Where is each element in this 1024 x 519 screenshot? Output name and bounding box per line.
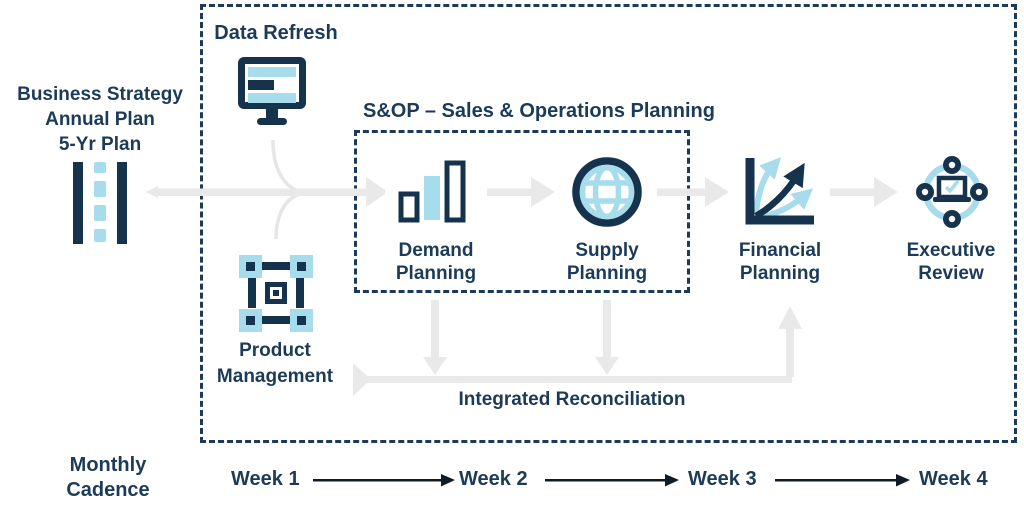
stage-label-line: Planning <box>566 263 648 284</box>
supply-planning-box <box>556 143 657 240</box>
globe-icon <box>571 156 642 227</box>
week-2-label: Week 2 <box>459 468 528 490</box>
cadence-line: Monthly <box>69 454 147 476</box>
executive-review-box <box>900 143 1003 240</box>
strategy-line-1: Business Strategy <box>17 84 183 105</box>
bar-chart-icon <box>398 160 466 222</box>
product-management-label: Product Management <box>195 338 355 390</box>
road-icon <box>73 162 127 244</box>
demand-planning-box <box>385 143 487 240</box>
sop-title: S&OP – Sales & Operations Planning <box>363 100 715 122</box>
data-refresh-label: Data Refresh <box>214 22 338 44</box>
collaboration-icon <box>915 155 988 228</box>
week-1-label: Week 1 <box>231 468 300 490</box>
demand-planning-label: Demand Planning <box>376 239 496 285</box>
financial-planning-box <box>730 143 830 240</box>
integrated-reconciliation-label: Integrated Reconciliation <box>458 389 686 410</box>
stage-label-line: Review <box>918 263 984 284</box>
growth-chart-icon <box>745 156 814 224</box>
product-label-line: Management <box>216 366 334 387</box>
executive-review-label: Executive Review <box>891 239 1011 285</box>
financial-planning-label: Financial Planning <box>720 239 840 285</box>
product-management-icon <box>239 255 313 332</box>
monitor-icon <box>238 57 306 125</box>
stage-label-line: Demand <box>398 240 474 261</box>
stage-label-line: Financial <box>738 240 822 261</box>
stage-label-line: Planning <box>395 263 477 284</box>
stage-label-line: Planning <box>739 263 821 284</box>
week-4-label: Week 4 <box>919 468 988 490</box>
product-label-line: Product <box>239 340 311 361</box>
week-3-label: Week 3 <box>688 468 757 490</box>
cadence-line: Cadence <box>66 479 150 501</box>
supply-planning-label: Supply Planning <box>547 239 667 285</box>
strategy-line-2: Annual Plan <box>45 109 155 130</box>
stage-label-line: Supply <box>575 240 639 261</box>
monthly-cadence-dashed-container <box>200 4 1017 443</box>
stage-label-line: Executive <box>906 240 996 261</box>
monthly-cadence-label: Monthly Cadence <box>38 453 178 503</box>
sop-dashed-box <box>354 130 690 293</box>
strategy-line-3: 5-Yr Plan <box>58 134 142 155</box>
business-strategy-label: Business Strategy Annual Plan 5-Yr Plan <box>0 82 200 157</box>
